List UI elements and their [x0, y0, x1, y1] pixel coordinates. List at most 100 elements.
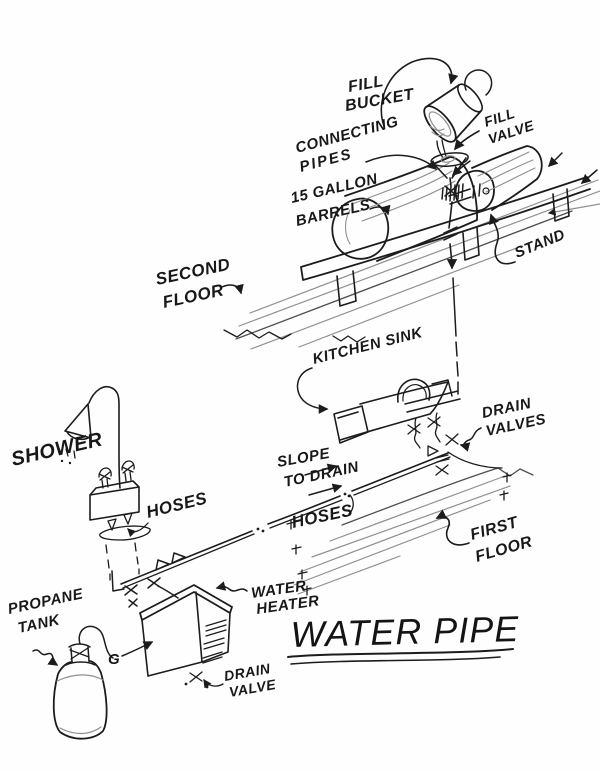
- second-floor-hatch-lines: [238, 179, 600, 350]
- funnel-water: [440, 155, 456, 163]
- propane-line1: PROPANE: [6, 585, 85, 618]
- heater-vents: [202, 619, 227, 664]
- title-underline-1: [287, 648, 514, 658]
- stand-top-board: [300, 176, 591, 281]
- second-floor-ragged-edge: [223, 329, 366, 343]
- hoses-main-label: HOSES: [290, 500, 355, 532]
- stand-arrow: [488, 213, 516, 265]
- sink-rims: [339, 381, 449, 441]
- sink-drop-pipes: [413, 412, 441, 449]
- barrel-left-outline: [331, 156, 478, 262]
- spray-dot: [68, 461, 72, 465]
- second-floor-hatch-dark: [235, 210, 573, 340]
- connecting-pipe-stub: [441, 183, 481, 205]
- junction-valves: [111, 570, 179, 608]
- hose-pipe-line1: [120, 452, 449, 585]
- second-floor-tick-arrow-1: [547, 152, 563, 168]
- faucet-handles: [98, 460, 135, 489]
- slope-arrow-2: [308, 483, 343, 496]
- propane-tank-label: PROPANE TANK: [6, 585, 85, 637]
- title-underline-2: [290, 656, 501, 665]
- kitchen-sink-label: KITCHEN SINK: [311, 324, 425, 368]
- fill-valve-arrow-1: [454, 130, 480, 151]
- pipe-dot: [261, 529, 265, 533]
- sink-basin: [333, 405, 369, 444]
- first-floor-label: FIRST FLOOR: [468, 514, 534, 566]
- hoses-leader-curve: [348, 494, 354, 515]
- barrel-right-shading: [477, 151, 536, 193]
- slope-to-drain-label: SLOPE TO DRAIN: [276, 445, 361, 491]
- second-floor-plane: [223, 152, 600, 350]
- shower-label: SHOWER: [9, 429, 105, 471]
- main-hose-pipe: [111, 452, 451, 608]
- tank-shading: [56, 674, 104, 735]
- fill-bucket-drawing: [423, 69, 493, 143]
- barrel-left-shading: [344, 162, 456, 245]
- heater-drain-valve-arrow: [203, 678, 224, 689]
- slope-arrow-1: [304, 463, 338, 476]
- heater-drain-x: [189, 671, 203, 683]
- pipe-valve-cluster: [427, 433, 459, 476]
- supply-pipe-upper: [448, 201, 453, 229]
- shower-spray: [57, 445, 76, 459]
- leader-arrows: [32, 57, 516, 689]
- page-title: WATER PIPE: [290, 608, 520, 655]
- bucket-water-scribble: [429, 125, 445, 137]
- gas-line-label: G: [108, 651, 120, 668]
- first-floor-torn-edge: [447, 451, 503, 469]
- heater-drain-valve-label: DRAIN VALVE: [223, 660, 278, 700]
- flow-triangles: [155, 552, 186, 571]
- title-block: WATER PIPE: [287, 608, 520, 665]
- first-floor-plane: [286, 451, 534, 596]
- barrel-right-outline: [454, 145, 543, 212]
- water-heater-label: WATER HEATER: [250, 577, 320, 618]
- shower-riser-pipe: [88, 386, 121, 489]
- supply-pipe-lower: [452, 277, 459, 395]
- faucet-arch: [397, 378, 431, 403]
- vertical-supply-pipe: [443, 201, 459, 395]
- propane-line2: TANK: [16, 611, 62, 637]
- spray-dot: [60, 459, 64, 463]
- drain-valves-label: DRAIN VALVES: [480, 395, 547, 440]
- stand-label: STAND: [512, 226, 568, 262]
- pour-stream: [436, 139, 447, 159]
- barrel-stand: [300, 176, 591, 307]
- drain-dot: [205, 685, 209, 689]
- tank-neck: [65, 643, 96, 666]
- fill-valve-arrow-2: [451, 160, 471, 177]
- fill-bucket-line1: FILL: [347, 73, 385, 96]
- bucket-sides: [425, 84, 482, 142]
- tank-valve-x: [69, 647, 90, 660]
- second-floor-label: SECOND FLOOR: [154, 255, 232, 312]
- pipe-break-symbol: [443, 226, 458, 241]
- drain-dot: [184, 682, 188, 686]
- water-heater-arrow: [215, 581, 248, 592]
- first-floor-plus-ticks: [286, 472, 512, 596]
- supply-pipe-arrow: [446, 243, 458, 270]
- pipe-dot: [256, 527, 260, 531]
- barrels-label: 15 GALLON BARRELS: [289, 170, 380, 230]
- drain-valves-arrow: [459, 427, 482, 452]
- sink-ledge: [404, 379, 461, 413]
- tank-body: [52, 660, 108, 740]
- second-floor-tick-arrow-2: [580, 169, 598, 184]
- fill-valve-funnel: [430, 139, 469, 197]
- hoses-shower-label: HOSES: [144, 488, 209, 521]
- sink-drop-valves-x: [407, 416, 441, 435]
- labels: FILL BUCKET FILL VALVE CONNECTING PIPES …: [6, 73, 567, 700]
- bucket-handle: [464, 69, 493, 96]
- second-floor-long-arrow: [547, 203, 600, 216]
- fifteen-gallon-barrels: [331, 145, 543, 262]
- manifold-drop-dashes: [105, 542, 140, 581]
- connecting-pipes-label: CONNECTING PIPES: [294, 113, 401, 176]
- shower-manifold: [89, 480, 140, 521]
- kitchen-sink-arrow: [296, 367, 329, 414]
- first-floor-hatch: [293, 475, 511, 595]
- kitchen-sink-drawing: [333, 378, 461, 476]
- propane-tank-drawing: [52, 625, 114, 740]
- heater-lid: [139, 584, 233, 621]
- manifold-swash: [99, 525, 151, 541]
- fill-valve-x: [444, 185, 458, 197]
